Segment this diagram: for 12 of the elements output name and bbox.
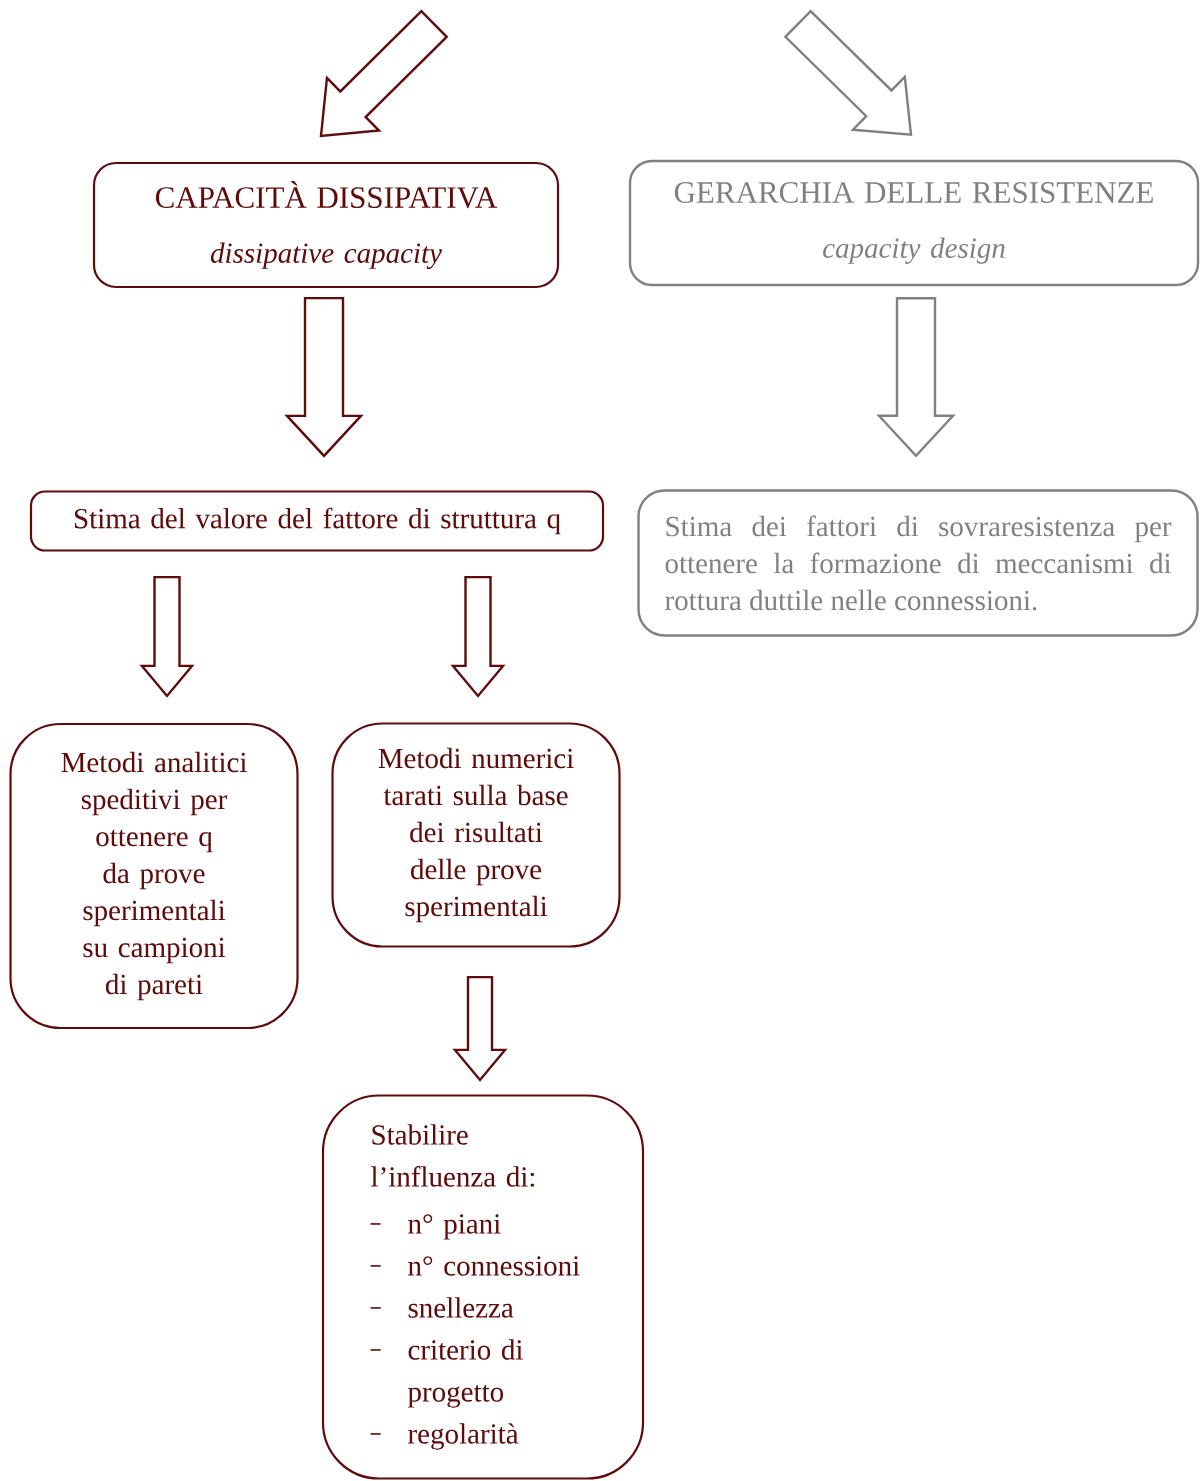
process-box: Stima dei fattori di sovraresistenza per ottenere la formazione di meccanismi di rottura duttile nelle connessioni. bbox=[637, 489, 1199, 637]
process-box: CAPACITÀ DISSIPATIVA dissipative capacity bbox=[92, 161, 560, 289]
block-arrow bbox=[450, 575, 506, 698]
block-arrow bbox=[876, 297, 956, 458]
process-box: GERARCHIA DELLE RESISTENZE capacity design bbox=[628, 159, 1200, 287]
process-box: Stabilire l’influenza di: n° piani n° connessioni snellezza criterio di progetto regolarità bbox=[321, 1094, 645, 1480]
block-arrow bbox=[452, 975, 508, 1082]
process-box: Metodi numerici tarati sulla base dei risultati delle prove sperimentali bbox=[331, 722, 621, 948]
process-box: Stima del valore del fattore di struttura q bbox=[29, 490, 605, 552]
block-arrow bbox=[284, 296, 364, 458]
block-arrow bbox=[139, 575, 195, 698]
process-box: Metodi analitici speditivi per ottenere q da prove sperimentali su campioni di pareti bbox=[9, 722, 299, 1030]
